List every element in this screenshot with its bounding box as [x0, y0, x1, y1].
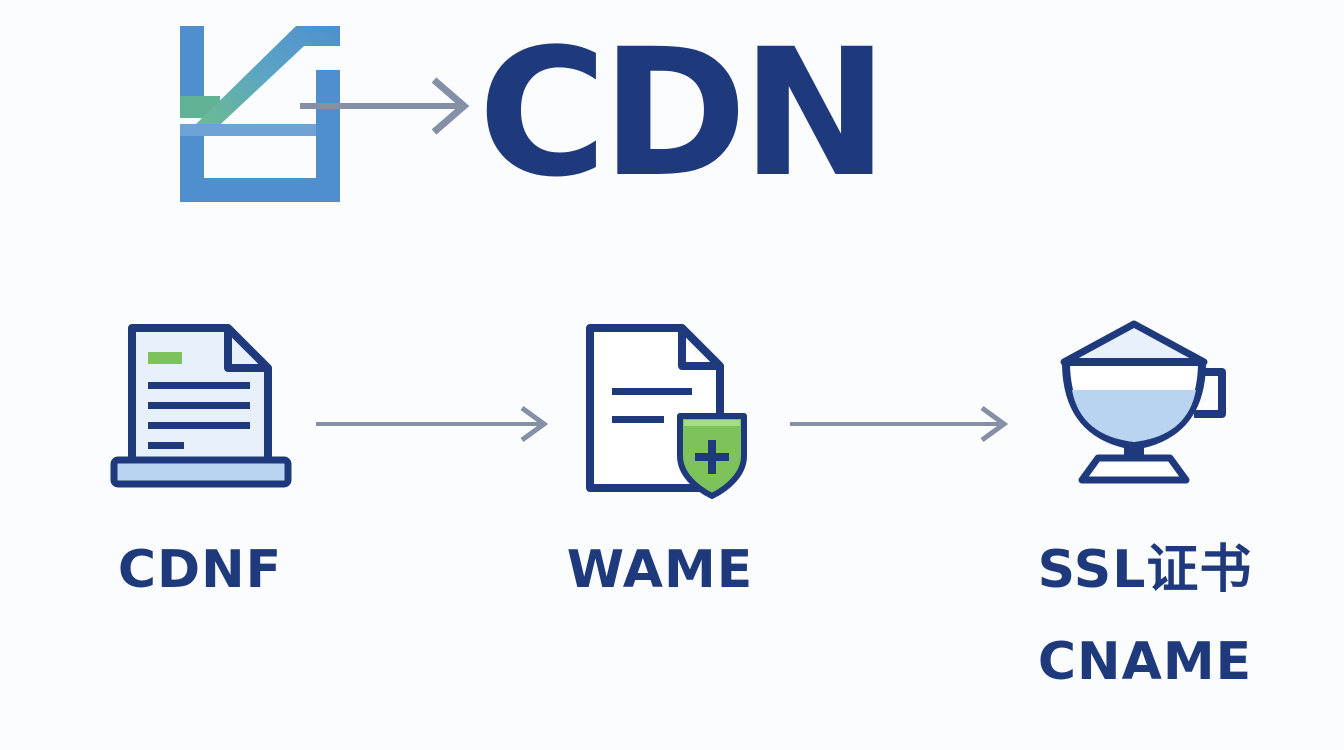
- house-logo-icon: [176, 24, 344, 206]
- document-shield-icon: [582, 322, 754, 500]
- cup-icon: [1054, 318, 1230, 486]
- step-label-cdnf: CDNF: [117, 540, 283, 600]
- step-label-ssl: SSL证书: [1037, 540, 1253, 600]
- document-laptop-icon: [110, 322, 292, 492]
- arrow-right-icon: [300, 70, 474, 142]
- arrow-right-icon: [316, 402, 552, 446]
- arrow-right-icon: [790, 402, 1012, 446]
- page-title: CDN: [478, 11, 889, 216]
- step-sublabel-cname: CNAME: [1037, 632, 1253, 692]
- step-label-wame: WAME: [566, 540, 754, 600]
